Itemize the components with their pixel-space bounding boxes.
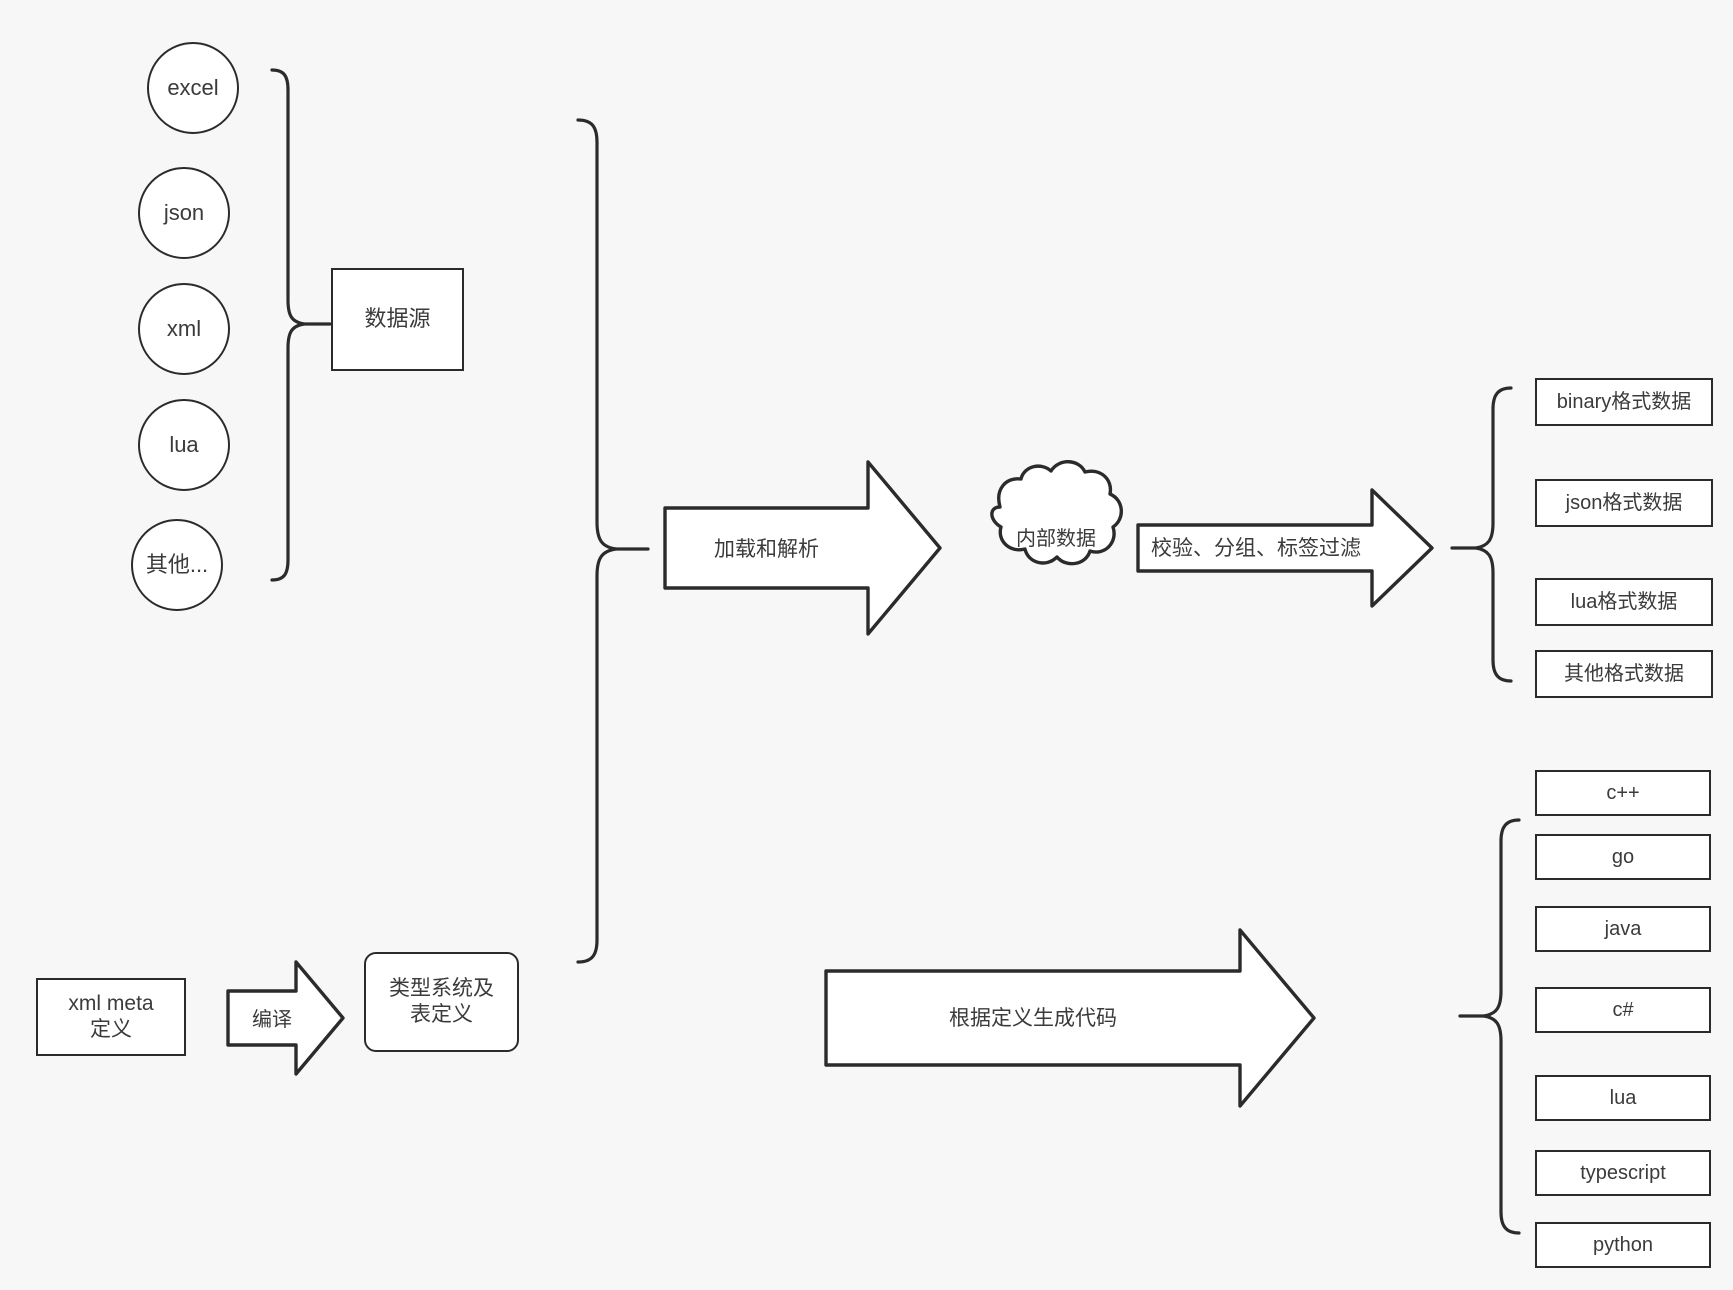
language-label: lua — [1609, 1086, 1637, 1109]
block-arrow-icon-compile — [226, 960, 345, 1076]
language-box-lua[interactable]: lua — [1535, 1075, 1711, 1121]
language-label: python — [1592, 1233, 1654, 1256]
cloud-icon-internal-data — [990, 460, 1123, 566]
source-circle-label: excel — [167, 74, 219, 100]
data-source-label: 数据源 — [364, 306, 431, 332]
language-label: java — [1604, 917, 1642, 940]
source-circle-label: lua — [169, 431, 199, 457]
block-arrow-icon-process — [1136, 488, 1434, 608]
output-format-box-other[interactable]: 其他格式数据 — [1535, 650, 1713, 698]
output-format-box-lua[interactable]: lua格式数据 — [1535, 578, 1713, 626]
source-circle-other[interactable]: 其他... — [131, 519, 223, 611]
brace-left-icon-languages — [1482, 818, 1521, 1235]
source-circle-excel[interactable]: excel — [147, 42, 239, 134]
language-label: go — [1611, 845, 1635, 868]
source-circle-json[interactable]: json — [138, 167, 230, 259]
brace-left-icon-formats — [1474, 386, 1513, 683]
language-box-csharp[interactable]: c# — [1535, 987, 1711, 1033]
cloud-text: 内部数据 — [1016, 527, 1096, 550]
brace-right-icon-sources — [270, 68, 306, 582]
cloud-label: 内部数据 — [1000, 520, 1112, 552]
output-format-box-binary[interactable]: binary格式数据 — [1535, 378, 1713, 426]
language-label: c# — [1612, 998, 1634, 1021]
source-circle-label: xml — [166, 315, 202, 341]
source-circle-lua[interactable]: lua — [138, 399, 230, 491]
process-arrow-label: 校验、分组、标签过滤 — [1140, 527, 1372, 567]
brace-right-icon-main — [576, 118, 618, 964]
compile-arrow-label: 编译 — [238, 999, 306, 1035]
process-arrow-text: 校验、分组、标签过滤 — [1151, 537, 1361, 560]
output-format-box-json[interactable]: json格式数据 — [1535, 479, 1713, 527]
language-box-java[interactable]: java — [1535, 906, 1711, 952]
language-box-go[interactable]: go — [1535, 834, 1711, 880]
language-box-cpp[interactable]: c++ — [1535, 770, 1711, 816]
block-arrow-icon-load — [663, 460, 942, 636]
compile-arrow-text: 编译 — [252, 1008, 292, 1031]
type-system-label: 类型系统及表定义 — [389, 977, 494, 1026]
source-circle-xml[interactable]: xml — [138, 283, 230, 375]
output-format-label: binary格式数据 — [1556, 390, 1692, 413]
output-format-label: lua格式数据 — [1570, 590, 1678, 613]
source-circle-label: json — [163, 199, 205, 225]
language-box-typescript[interactable]: typescript — [1535, 1150, 1711, 1196]
codegen-arrow-text: 根据定义生成代码 — [949, 1007, 1117, 1030]
language-label: typescript — [1580, 1161, 1666, 1184]
source-circle-label: 其他... — [145, 551, 209, 577]
xml-meta-label: xml meta定义 — [68, 992, 154, 1041]
codegen-arrow-label: 根据定义生成代码 — [826, 997, 1240, 1037]
load-arrow-text: 加载和解析 — [714, 538, 819, 561]
block-arrow-icon-codegen — [824, 928, 1316, 1108]
language-label: c++ — [1606, 781, 1640, 804]
xml-meta-box[interactable]: xml meta定义 — [36, 978, 186, 1056]
data-source-box[interactable]: 数据源 — [331, 268, 464, 371]
output-format-label: 其他格式数据 — [1564, 662, 1684, 685]
output-format-label: json格式数据 — [1565, 491, 1683, 514]
load-arrow-label: 加载和解析 — [665, 528, 868, 568]
type-system-box[interactable]: 类型系统及表定义 — [364, 952, 519, 1052]
language-box-python[interactable]: python — [1535, 1222, 1711, 1268]
